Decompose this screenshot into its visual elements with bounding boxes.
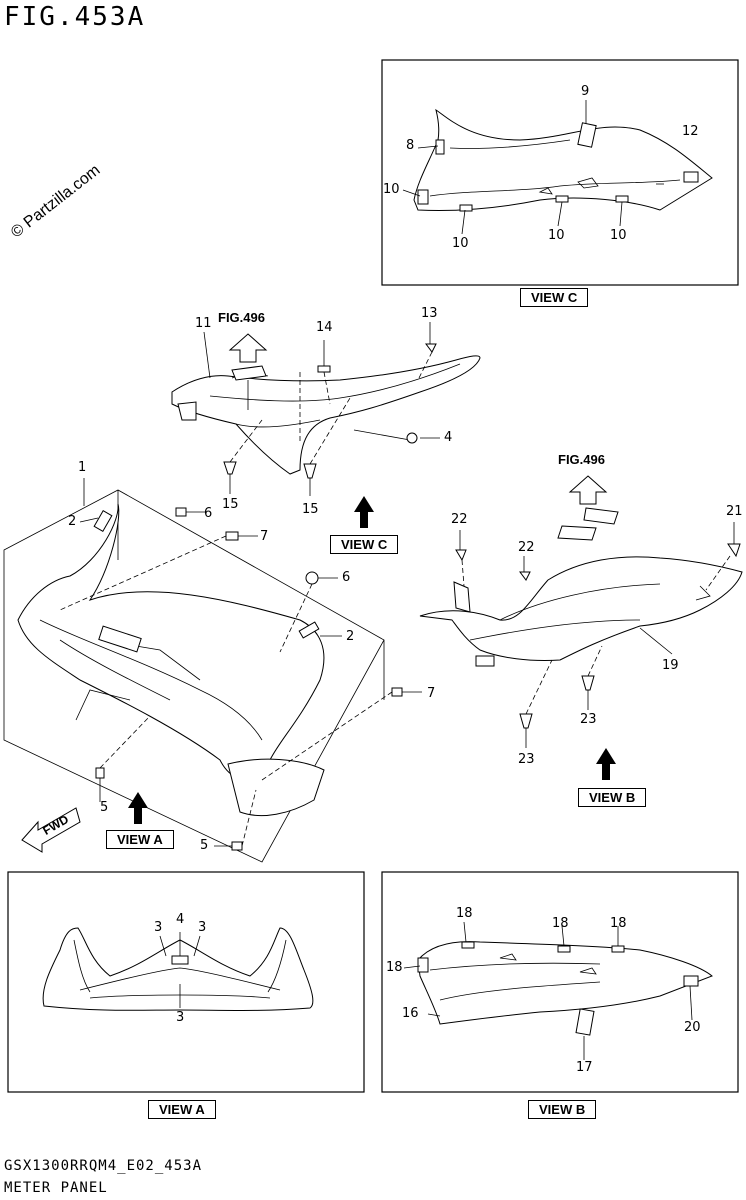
fig-ref-upper[interactable]: FIG.496: [218, 310, 265, 325]
view-b-box-label: VIEW B: [528, 1100, 597, 1119]
callout-4: 4: [444, 430, 453, 445]
view-a-box-label: VIEW A: [148, 1100, 216, 1119]
view-c-arrow-icon: [354, 496, 374, 528]
view-c-arrow-label: VIEW C: [330, 535, 399, 554]
callout-2: 2: [346, 629, 355, 644]
fig-ref-right[interactable]: FIG.496: [558, 452, 605, 467]
view-b-arrow-icon: [596, 748, 616, 780]
callout-3: 3: [154, 920, 163, 935]
callout-7: 7: [427, 686, 436, 701]
view-a-frame: [7, 871, 365, 1093]
callout-5: 5: [100, 800, 109, 815]
callout-11: 11: [195, 316, 212, 331]
upper-meter-cover-drawing: [171, 322, 481, 496]
view-c-box-label: VIEW C: [520, 288, 589, 307]
callout-15: 15: [222, 497, 239, 512]
callout-15: 15: [302, 502, 319, 517]
callout-5: 5: [200, 838, 209, 853]
callout-6: 6: [342, 570, 351, 585]
callout-10: 10: [452, 236, 469, 251]
callout-10: 10: [610, 228, 627, 243]
callout-21: 21: [726, 504, 743, 519]
callout-18: 18: [610, 916, 627, 931]
callout-12: 12: [682, 124, 699, 139]
callout-22: 22: [518, 540, 535, 555]
view-b-arrow-label: VIEW B: [578, 788, 647, 807]
view-a-arrow-label: VIEW A: [106, 830, 174, 849]
callout-18: 18: [386, 960, 403, 975]
callout-8: 8: [406, 138, 415, 153]
view-a-part-drawing: [42, 927, 314, 1011]
callout-16: 16: [402, 1006, 419, 1021]
view-c-frame: [381, 59, 739, 286]
callout-22: 22: [451, 512, 468, 527]
meter-panel-main-drawing: [3, 478, 422, 863]
callout-2: 2: [68, 514, 77, 529]
callout-10: 10: [548, 228, 565, 243]
callout-18: 18: [456, 906, 473, 921]
callout-4: 4: [176, 912, 185, 927]
callout-17: 17: [576, 1060, 593, 1075]
view-b-part-drawing: [403, 921, 713, 1060]
footer-code: GSX1300RRQM4_E02_453A: [4, 1158, 203, 1174]
callout-13: 13: [421, 306, 438, 321]
callout-23: 23: [580, 712, 597, 727]
callout-18: 18: [552, 916, 569, 931]
figure-title: FIG.453A: [4, 2, 146, 32]
callout-6: 6: [204, 506, 213, 521]
callout-14: 14: [316, 320, 333, 335]
callout-20: 20: [684, 1020, 701, 1035]
callout-9: 9: [581, 84, 590, 99]
callout-19: 19: [662, 658, 679, 673]
callout-1: 1: [78, 460, 87, 475]
callout-23: 23: [518, 752, 535, 767]
callout-7: 7: [260, 529, 269, 544]
footer-name: METER PANEL: [4, 1180, 108, 1196]
view-c-part-drawing: [402, 100, 713, 235]
lower-meter-cover-drawing: [419, 475, 743, 748]
view-b-frame: [381, 871, 739, 1093]
callout-10: 10: [383, 182, 400, 197]
callout-3: 3: [176, 1010, 185, 1025]
callout-3: 3: [198, 920, 207, 935]
